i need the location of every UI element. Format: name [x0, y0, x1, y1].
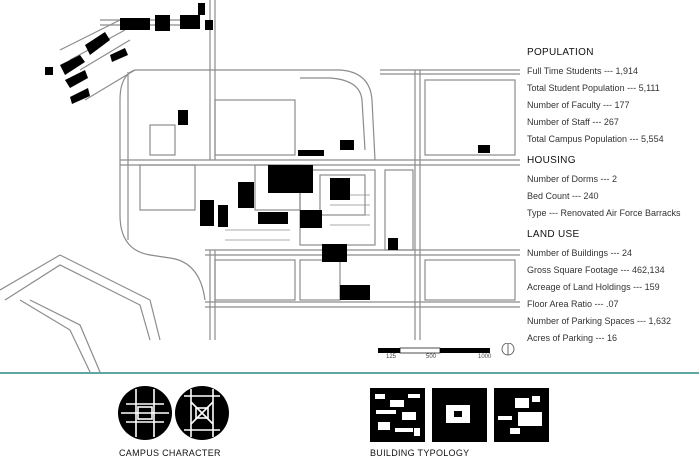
- section-divider: [0, 372, 699, 374]
- population-item: Number of Faculty --- 177: [527, 100, 630, 110]
- housing-item: Number of Dorms --- 2: [527, 174, 618, 184]
- bottom-diagrams: CAMPUS CHARACTER: [0, 374, 699, 465]
- ring-road-west: [119, 69, 206, 301]
- building-typology-caption: BUILDING TYPOLOGY: [370, 448, 470, 458]
- campus-map-drawing: [0, 0, 520, 373]
- housing-item: Type --- Renovated Air Force Barracks: [527, 208, 681, 218]
- building-typology-diagram-1: [370, 388, 425, 442]
- campus-character-diagrams: [118, 386, 229, 440]
- campus-character-diagram-1: [118, 386, 172, 440]
- scale-bar: [378, 343, 515, 356]
- campus-character-caption: CAMPUS CHARACTER: [119, 448, 221, 458]
- population-heading: POPULATION: [527, 47, 594, 58]
- campus-statistics: POPULATION Full Time Students --- 1,914 …: [527, 40, 697, 347]
- population-item: Total Campus Population --- 5,554: [527, 134, 664, 144]
- building-typology-diagrams: [370, 388, 549, 442]
- ring-road-north: [135, 69, 376, 161]
- population-item: Total Student Population --- 5,111: [527, 83, 660, 93]
- land-use-item: Number of Parking Spaces --- 1,632: [527, 316, 672, 326]
- land-use-item: Floor Area Ratio --- .07: [527, 299, 619, 309]
- land-use-item: Gross Square Footage --- 462,134: [527, 265, 665, 275]
- scale-label: 1000: [478, 354, 492, 360]
- building-typology-diagram-3: [494, 388, 549, 442]
- housing-item: Bed Count --- 240: [527, 191, 599, 201]
- campus-map: [0, 0, 520, 373]
- population-item: Full Time Students --- 1,914: [527, 66, 639, 76]
- campus-character-diagram-2: [175, 386, 229, 440]
- land-use-item: Number of Buildings --- 24: [527, 248, 633, 258]
- housing-heading: HOUSING: [527, 155, 576, 166]
- land-use-item: Acres of Parking --- 16: [527, 333, 618, 343]
- scale-label: 125: [386, 354, 397, 360]
- population-item: Number of Staff --- 267: [527, 117, 619, 127]
- land-use-item: Acreage of Land Holdings --- 159: [527, 282, 660, 292]
- scale-label: 500: [426, 354, 437, 360]
- building-typology-diagram-2: [432, 388, 487, 442]
- land-use-heading: LAND USE: [527, 229, 580, 240]
